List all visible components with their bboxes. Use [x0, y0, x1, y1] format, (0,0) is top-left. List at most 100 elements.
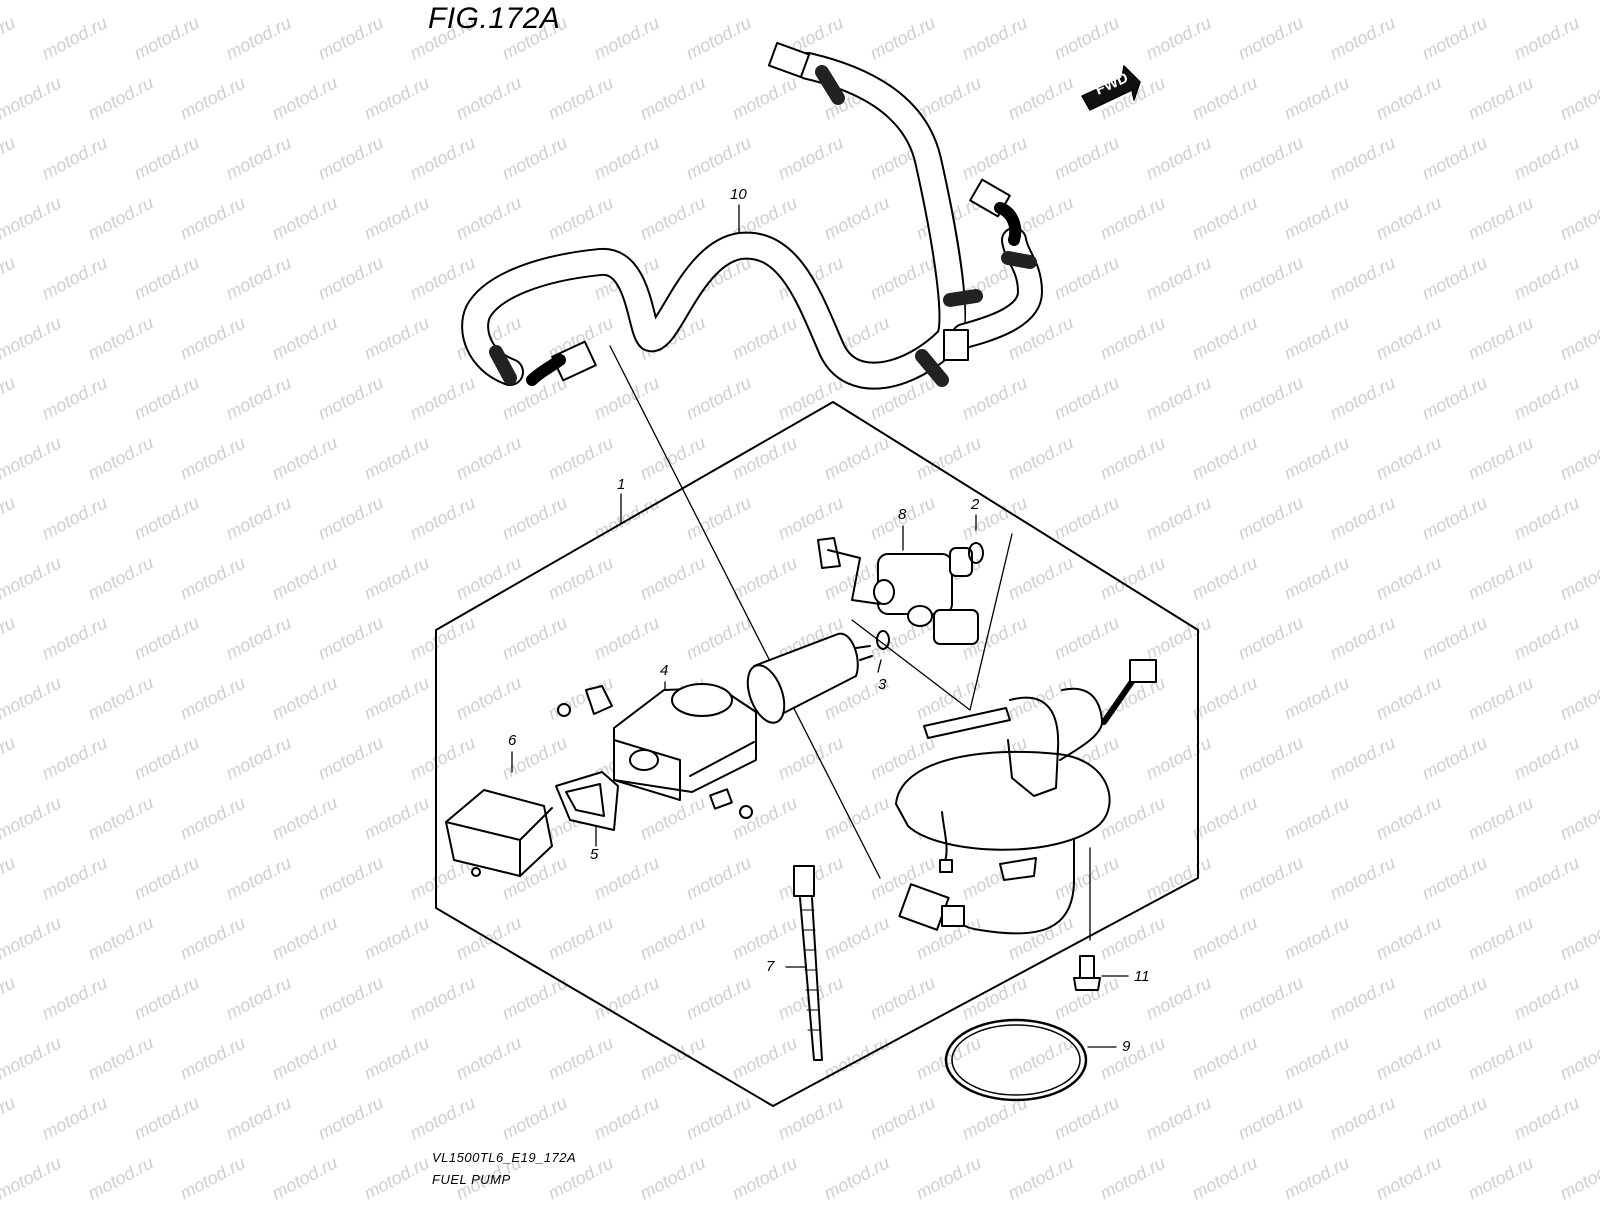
callout-8: 8 — [898, 506, 907, 523]
watermark-text: motod.ru — [774, 133, 846, 184]
watermark-text: motod.ru — [406, 133, 478, 184]
watermark-text: motod.ru — [1142, 13, 1214, 64]
watermark-text: motod.ru — [84, 793, 156, 844]
watermark-text: motod.ru — [360, 913, 432, 964]
watermark-text: motod.ru — [0, 973, 19, 1024]
watermark-text: motod.ru — [130, 493, 202, 544]
watermark-text: motod.ru — [0, 253, 19, 304]
watermark-text: motod.ru — [1418, 493, 1490, 544]
watermark-text: motod.ru — [1142, 253, 1214, 304]
watermark-text: motod.ru — [1326, 13, 1398, 64]
watermark-text: motod.ru — [84, 313, 156, 364]
watermark-text: motod.ru — [1510, 733, 1582, 784]
watermark-text: motod.ru — [38, 133, 110, 184]
watermark-text: motod.ru — [1556, 553, 1600, 604]
watermark-text: motod.ru — [1280, 0, 1352, 4]
watermark-text: motod.ru — [1326, 493, 1398, 544]
watermark-text: motod.ru — [958, 373, 1030, 424]
watermark-text: motod.ru — [0, 0, 65, 4]
watermark-text: motod.ru — [636, 1033, 708, 1084]
watermark-text: motod.ru — [590, 13, 662, 64]
watermark-text: motod.ru — [176, 0, 248, 4]
pressure-regulator-8 — [873, 547, 979, 645]
watermark-text: motod.ru — [1188, 793, 1260, 844]
watermark-text: motod.ru — [84, 433, 156, 484]
watermark-text: motod.ru — [222, 733, 294, 784]
watermark-text: motod.ru — [636, 193, 708, 244]
watermark-text: motod.ru — [360, 553, 432, 604]
watermark-text: motod.ru — [1050, 493, 1122, 544]
watermark-text: motod.ru — [1188, 673, 1260, 724]
watermark-text: motod.ru — [1418, 253, 1490, 304]
watermark-text: motod.ru — [820, 193, 892, 244]
watermark-text: motod.ru — [84, 0, 156, 4]
watermark-text: motod.ru — [636, 793, 708, 844]
watermark-text: motod.ru — [1510, 133, 1582, 184]
watermark-text: motod.ru — [1372, 793, 1444, 844]
watermark-text: motod.ru — [544, 73, 616, 124]
watermark-text: motod.ru — [130, 733, 202, 784]
watermark-text: motod.ru — [1280, 673, 1352, 724]
watermark-text: motod.ru — [268, 313, 340, 364]
watermark-text: motod.ru — [0, 193, 65, 244]
watermark-text: motod.ru — [1326, 133, 1398, 184]
watermark-text: motod.ru — [1004, 913, 1076, 964]
watermark-text: motod.ru — [222, 1093, 294, 1144]
watermark-text: motod.ru — [360, 73, 432, 124]
watermark-text: motod.ru — [314, 253, 386, 304]
watermark-text: motod.ru — [0, 13, 19, 64]
watermark-text: motod.ru — [38, 853, 110, 904]
watermark-text: motod.ru — [544, 913, 616, 964]
watermark-text: motod.ru — [1234, 1093, 1306, 1144]
watermark-text: motod.ru — [774, 493, 846, 544]
watermark-text: motod.ru — [636, 553, 708, 604]
watermark-text: motod.ru — [360, 433, 432, 484]
watermark-text: motod.ru — [728, 73, 800, 124]
watermark-text: motod.ru — [38, 973, 110, 1024]
watermark-text: motod.ru — [1050, 253, 1122, 304]
watermark-text: motod.ru — [0, 793, 65, 844]
watermark-text: motod.ru — [314, 133, 386, 184]
watermark-text: motod.ru — [1234, 973, 1306, 1024]
watermark-text: motod.ru — [314, 493, 386, 544]
watermark-text: motod.ru — [1372, 193, 1444, 244]
watermark-text: motod.ru — [1326, 733, 1398, 784]
watermark-text: motod.ru — [38, 373, 110, 424]
watermark-text: motod.ru — [1510, 973, 1582, 1024]
watermark-text: motod.ru — [1188, 433, 1260, 484]
watermark-text: motod.ru — [866, 253, 938, 304]
watermark-text: motod.ru — [958, 133, 1030, 184]
pump-base-plate — [895, 659, 1157, 935]
watermark-text: motod.ru — [84, 1153, 156, 1200]
watermark-text: motod.ru — [590, 613, 662, 664]
watermark-text: motod.ru — [1142, 613, 1214, 664]
watermark-text: motod.ru — [0, 493, 19, 544]
watermark-text: motod.ru — [268, 673, 340, 724]
watermark-text: motod.ru — [222, 13, 294, 64]
watermark-text: motod.ru — [360, 193, 432, 244]
watermark-text: motod.ru — [0, 913, 65, 964]
watermark-text: motod.ru — [1464, 193, 1536, 244]
watermark-text: motod.ru — [360, 1033, 432, 1084]
callout-2: 2 — [971, 496, 980, 513]
watermark-text: motod.ru — [1556, 793, 1600, 844]
watermark-text: motod.ru — [728, 1153, 800, 1200]
watermark-text: motod.ru — [912, 0, 984, 4]
watermark-text: motod.ru — [406, 733, 478, 784]
watermark-text: motod.ru — [1464, 1153, 1536, 1200]
watermark-text: motod.ru — [1418, 1093, 1490, 1144]
watermark-text: motod.ru — [1418, 133, 1490, 184]
fwd-arrow — [1081, 65, 1141, 111]
watermark-text: motod.ru — [1188, 913, 1260, 964]
watermark-text: motod.ru — [314, 1093, 386, 1144]
watermark-text: motod.ru — [1188, 193, 1260, 244]
watermark-text: motod.ru — [636, 73, 708, 124]
watermark-text: motod.ru — [1372, 73, 1444, 124]
o-ring-3 — [876, 630, 890, 650]
watermark-text: motod.ru — [1418, 973, 1490, 1024]
watermark-text: motod.ru — [1234, 733, 1306, 784]
watermark-text: motod.ru — [1004, 1153, 1076, 1200]
watermark-text: motod.ru — [0, 433, 65, 484]
watermark-text: motod.ru — [1418, 373, 1490, 424]
watermark-text: motod.ru — [728, 793, 800, 844]
